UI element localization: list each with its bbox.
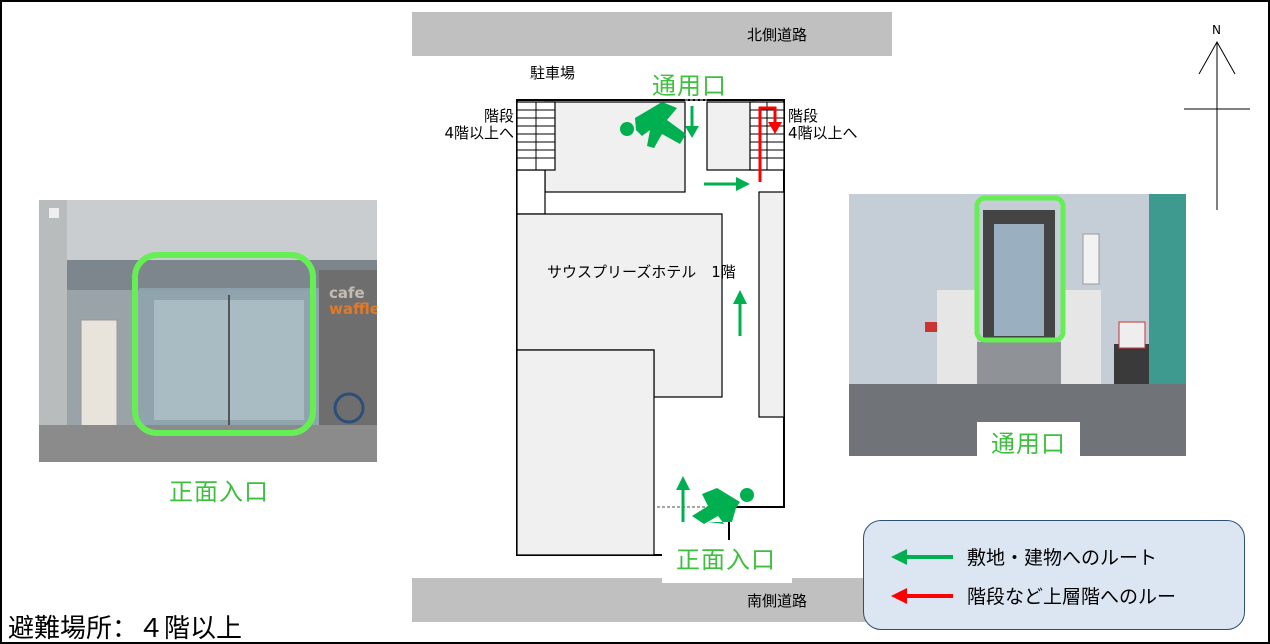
hotel-label: サウスプリーズホテル 1階: [547, 263, 736, 281]
service-entrance-photo: [849, 194, 1186, 456]
arrow-service-down: [685, 106, 699, 138]
north-room-right: [706, 101, 756, 171]
legend-row-red: 階段など上層階へのルー: [889, 582, 1244, 609]
evacuation-note: 避難場所：４階以上: [8, 614, 243, 644]
arrow-service-right: [704, 177, 750, 191]
compass-north-label: N: [1212, 23, 1221, 37]
red-arrow-icon: [891, 587, 953, 604]
route-legend: 敷地・建物へのルート 階段など上層階へのルー: [863, 520, 1245, 630]
east-block: [758, 191, 785, 418]
arrow-main-up: [676, 476, 690, 522]
stairs-right-label-line2: 4階以上へ: [788, 124, 858, 143]
stairs-left-label-line2: 4階以上へ: [444, 124, 514, 143]
stairs-left-label-line1: 階段: [483, 107, 514, 125]
north-road: 北側道路: [412, 12, 892, 56]
stairs-left-label: 階段 4階以上へ: [432, 107, 514, 143]
exit-person-icon-south: [692, 488, 754, 524]
south-road-label: 南側道路: [746, 591, 807, 610]
service-entrance-label: 通用口: [652, 72, 727, 100]
legend-row-green: 敷地・建物へのルート: [889, 543, 1244, 570]
compass: [1184, 40, 1250, 210]
southwest-block: [516, 349, 655, 556]
cafe-sign: cafe waffle: [329, 284, 377, 318]
front-entrance-photo-art: [39, 200, 377, 462]
cafe-sign-line1: cafe: [329, 284, 365, 302]
legend-green-label: 敷地・建物へのルート: [967, 547, 1158, 569]
stairs-left: [516, 101, 556, 171]
south-road: 南側道路: [412, 578, 892, 622]
red-route-arrow: [758, 106, 782, 182]
legend-red-label: 階段など上層階へのルー: [967, 586, 1177, 608]
main-entrance-label: 正面入口: [662, 540, 792, 583]
stairs-right-label-line1: 階段: [788, 107, 819, 125]
north-road-label: 北側道路: [746, 25, 807, 44]
front-entrance-photo: cafe waffle: [39, 200, 377, 462]
stairs-right-label: 階段 4階以上へ: [788, 107, 858, 143]
green-arrow-icon: [891, 548, 953, 565]
service-photo-caption: 通用口: [977, 422, 1080, 461]
west-corridor-block: [516, 169, 546, 215]
parking-label: 駐車場: [530, 64, 576, 82]
front-photo-caption: 正面入口: [169, 478, 269, 506]
exit-person-icon-north: [620, 102, 686, 148]
green-route-arrows: [676, 106, 750, 522]
stairs-right: [749, 101, 785, 171]
cafe-sign-line2: waffle: [329, 299, 377, 318]
service-entrance-photo-art: [849, 194, 1186, 456]
arrow-corridor-up: [733, 290, 747, 336]
